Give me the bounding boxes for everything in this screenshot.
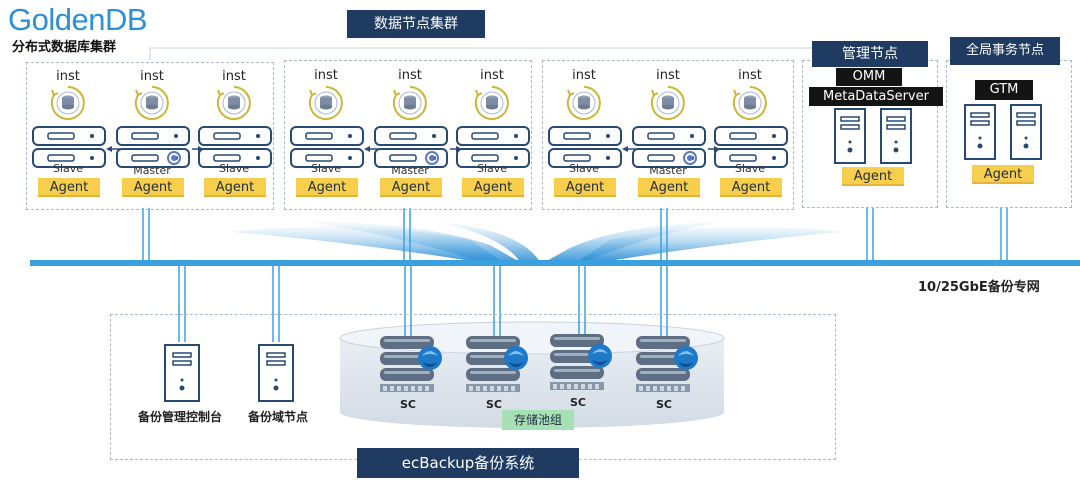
fan-flow-right	[580, 226, 840, 260]
inst-label-group-3-1: inst	[572, 68, 596, 83]
replication-arrows-group-2	[364, 146, 462, 152]
metadataserver-label: MetaDataServer	[809, 87, 943, 106]
slave-label-group-3-3: Slave	[734, 162, 766, 175]
slave-label-group-1-3: Slave	[218, 162, 250, 175]
fan-flow-left-2	[310, 222, 520, 262]
agent-badge-group-3-3: Agent	[720, 178, 782, 197]
inst-label-group-2-2: inst	[398, 68, 422, 83]
sc-server-icon-4	[636, 336, 698, 392]
management-agent-badge: Agent	[842, 167, 904, 186]
gtm-label: GTM	[975, 80, 1033, 100]
inst-label-group-2-3: inst	[480, 68, 504, 83]
agent-badge-group-3-2: Agent	[638, 178, 700, 197]
omm-label: OMM	[836, 68, 902, 86]
sc-server-icon-2	[466, 336, 528, 392]
fan-flow-mid	[440, 222, 540, 262]
master-label-group-2-2: Master	[391, 164, 429, 177]
global-tx-header: 全局事务节点	[950, 37, 1060, 65]
server-pair-group-3-1	[548, 126, 622, 168]
database-icon-group-3-1	[566, 86, 601, 120]
agent-badge-group-3-1: Agent	[554, 178, 616, 197]
cluster-connector	[149, 47, 881, 60]
sc-label-4: SC	[656, 398, 672, 411]
server-pair-group-2-2	[374, 126, 448, 168]
logo-subtitle: 分布式数据库集群	[12, 40, 117, 55]
agent-badge-group-1-2: Agent	[122, 178, 184, 197]
inst-label-group-1-2: inst	[140, 69, 164, 84]
data-node-group-3	[542, 60, 794, 210]
server-pair-group-1-3	[198, 126, 272, 168]
database-icon-group-1-3	[216, 86, 251, 120]
database-icon-group-2-1	[308, 86, 343, 120]
master-label-group-3-2: Master	[649, 164, 687, 177]
server-pair-group-2-1	[290, 126, 364, 168]
data-node-group-1	[26, 62, 274, 210]
database-icon-group-3-3	[732, 86, 767, 120]
agent-badge-group-2-1: Agent	[296, 178, 358, 197]
network-label: 10/25GbE备份专网	[918, 280, 1040, 295]
slave-label-group-3-1: Slave	[568, 162, 600, 175]
inst-label-group-3-2: inst	[656, 68, 680, 83]
management-server-icon-1	[834, 108, 866, 164]
agent-badge-group-2-2: Agent	[380, 178, 442, 197]
slave-label-group-2-3: Slave	[476, 162, 508, 175]
storage-pool-badge: 存储池组	[502, 410, 574, 430]
goldendb-logo: GoldenDB	[8, 2, 148, 37]
server-pair-group-1-1	[32, 126, 106, 168]
backup-domain-node-label: 备份域节点	[247, 410, 308, 424]
sc-label-2: SC	[486, 398, 502, 411]
slave-label-group-2-1: Slave	[310, 162, 342, 175]
replication-arrows-group-3	[622, 146, 720, 152]
agent-badge-group-1-3: Agent	[204, 178, 266, 197]
gtm-agent-badge: Agent	[972, 165, 1034, 184]
database-icon-group-3-2	[650, 86, 685, 120]
gtm-server-icon-1	[964, 104, 996, 160]
server-pair-group-3-3	[714, 126, 788, 168]
sc-server-icon-3	[550, 334, 612, 390]
management-header: 管理节点	[812, 41, 928, 67]
management-server-icon-2	[880, 108, 912, 164]
ecbackup-system-banner: ecBackup备份系统	[357, 448, 579, 478]
sc-label-1: SC	[400, 398, 416, 411]
backup-domain-server-icon	[258, 344, 294, 402]
inst-label-group-2-1: inst	[314, 68, 338, 83]
agent-badge-group-1-1: Agent	[38, 178, 100, 197]
inst-label-group-3-3: inst	[738, 68, 762, 83]
database-icon-group-1-2	[134, 86, 169, 120]
database-icon-group-1-1	[50, 86, 85, 120]
gtm-server-icon-2	[1010, 104, 1042, 160]
sc-label-3: SC	[570, 396, 586, 409]
backup-network-bar	[30, 260, 1080, 266]
backup-console-label: 备份管理控制台	[137, 410, 222, 424]
server-pair-group-3-2	[632, 126, 706, 168]
server-pair-group-1-2	[116, 126, 190, 168]
replication-arrows-group-1	[106, 146, 204, 152]
server-pair-group-2-3	[456, 126, 530, 168]
master-label-group-1-2: Master	[133, 164, 171, 177]
storage-cylinder-top	[339, 321, 725, 355]
backup-console-server-icon	[164, 344, 200, 402]
agent-badge-group-2-3: Agent	[462, 178, 524, 197]
sc-server-icon-1	[380, 336, 442, 392]
inst-label-group-1-1: inst	[56, 69, 80, 84]
slave-label-group-1-1: Slave	[52, 162, 84, 175]
database-icon-group-2-3	[474, 86, 509, 120]
database-icon-group-2-2	[392, 86, 427, 120]
data-node-group-2	[284, 60, 532, 210]
data-cluster-header: 数据节点集群	[347, 10, 485, 38]
inst-label-group-1-3: inst	[222, 69, 246, 84]
